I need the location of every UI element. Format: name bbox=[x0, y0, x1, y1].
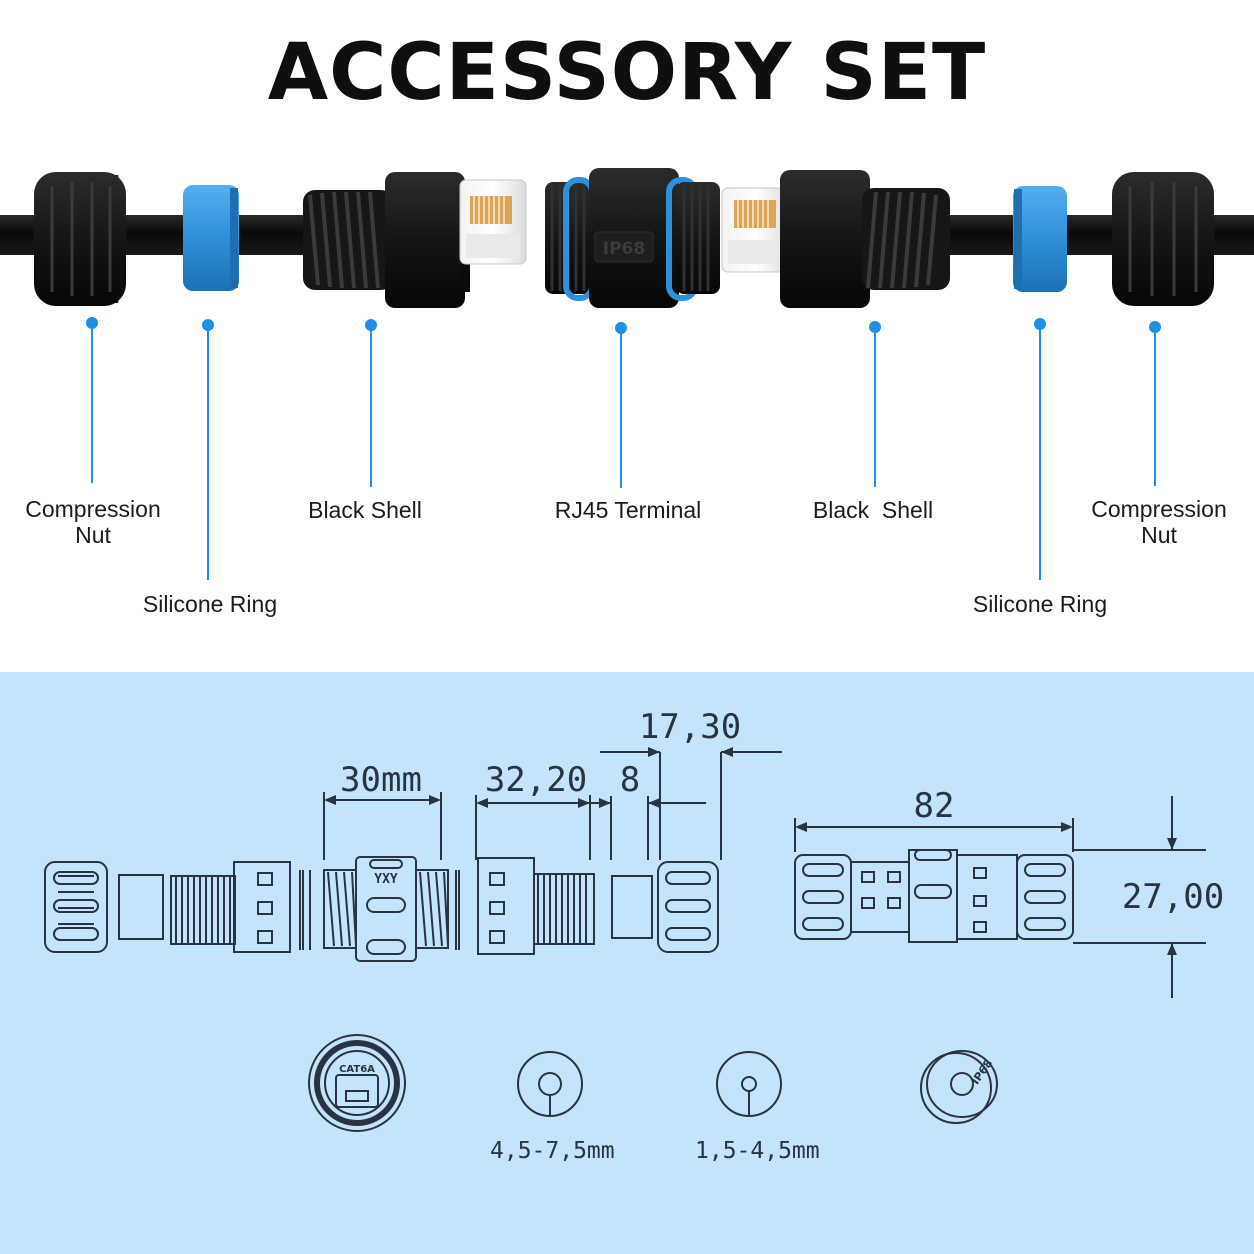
label-compression-nut-left: Compression Nut bbox=[25, 496, 161, 548]
label-black-shell-right: Black Shell bbox=[812, 497, 934, 523]
drawing-coupler bbox=[323, 856, 449, 962]
callout-black-shell-left bbox=[365, 319, 377, 487]
dimension-82: 82 bbox=[914, 786, 955, 826]
drawing-ring-right bbox=[611, 875, 653, 939]
silicone-ring-icon bbox=[1013, 186, 1067, 292]
rj45-coupler-icon: IP68 bbox=[545, 168, 720, 308]
silicone-ring-icon bbox=[183, 185, 239, 291]
label-silicone-ring-right: Silicone Ring bbox=[972, 591, 1108, 617]
rj45-plug-icon bbox=[721, 187, 791, 273]
compression-nut-icon bbox=[34, 172, 126, 306]
seal-large-hole-icon bbox=[517, 1051, 583, 1117]
rj45-plug-icon bbox=[459, 179, 527, 265]
technical-drawing-panel bbox=[0, 672, 1254, 1254]
drawing-shell-right bbox=[477, 857, 595, 955]
dimension-17-30: 17,30 bbox=[639, 707, 741, 747]
callout-rj45-terminal bbox=[615, 322, 627, 488]
label-rj45-terminal: RJ45 Terminal bbox=[554, 497, 702, 523]
coupler-marking: YXY bbox=[374, 872, 398, 887]
callout-black-shell-right bbox=[869, 321, 881, 487]
page-title: ACCESSORY SET bbox=[267, 28, 987, 118]
callout-silicone-ring-left bbox=[202, 319, 214, 580]
drawing-ring-left bbox=[118, 874, 164, 940]
black-shell-icon bbox=[303, 172, 470, 308]
dimension-30mm: 30mm bbox=[340, 760, 422, 800]
dimension-27-00: 27,00 bbox=[1122, 877, 1224, 917]
dimension-8: 8 bbox=[620, 760, 640, 800]
seal-small-hole-icon bbox=[716, 1051, 782, 1117]
label-black-shell-left: Black Shell bbox=[308, 497, 422, 523]
hole-size-large-label: 4,5-7,5mm bbox=[490, 1138, 615, 1164]
insert-marking: CAT6A bbox=[339, 1064, 375, 1075]
label-compression-nut-right: Compression Nut bbox=[1091, 496, 1227, 548]
callout-compression-nut-right bbox=[1149, 321, 1161, 486]
label-silicone-ring-left: Silicone Ring bbox=[142, 591, 278, 617]
rj45-insert-front-icon: CAT6A bbox=[308, 1034, 406, 1132]
drawing-nut-left bbox=[44, 861, 108, 953]
assembled-view-drawing bbox=[794, 849, 1074, 943]
black-shell-icon bbox=[780, 170, 950, 308]
callout-compression-nut-left bbox=[86, 317, 98, 483]
dimension-lines bbox=[323, 747, 1206, 998]
dimension-32-20: 32,20 bbox=[485, 760, 587, 800]
hole-size-small-label: 1,5-4,5mm bbox=[695, 1138, 820, 1164]
callout-silicone-ring-right bbox=[1034, 318, 1046, 580]
compression-nut-icon bbox=[1112, 172, 1214, 306]
exploded-view-drawing bbox=[44, 856, 719, 962]
callout-lines bbox=[86, 317, 1161, 580]
drawing-nut-right bbox=[657, 861, 719, 953]
drawing-shell-left bbox=[170, 861, 304, 953]
coupler-ip-marking: IP68 bbox=[603, 239, 645, 259]
